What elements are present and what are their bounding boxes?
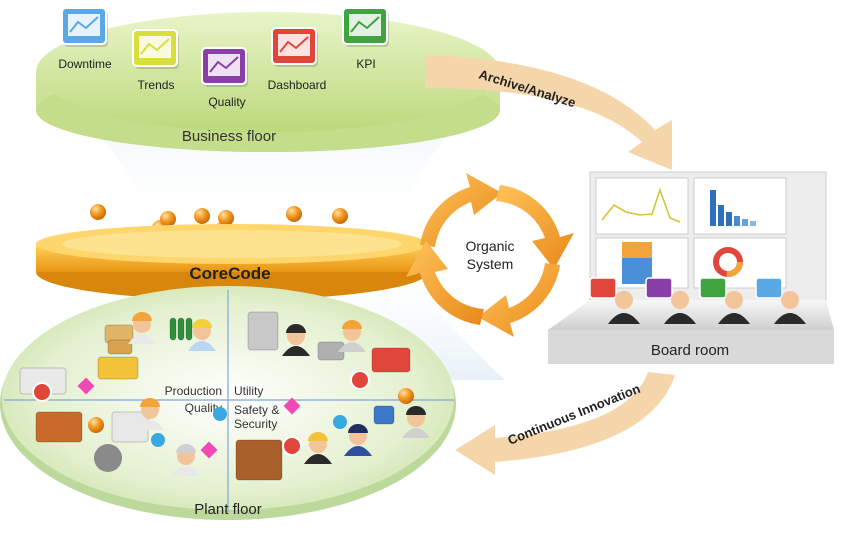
plant-illustrations — [19, 311, 430, 481]
stop-sign-icon — [32, 382, 52, 402]
board-room-label: Board room — [651, 342, 729, 359]
status-marker-icon — [333, 415, 347, 429]
quality-chart-icon — [201, 47, 248, 87]
app-label: Downtime — [58, 57, 112, 71]
zone-utility-label: Utility — [234, 384, 263, 398]
data-particle — [218, 210, 234, 226]
data-particle — [160, 211, 176, 227]
data-particle — [194, 208, 210, 224]
laptop-icon — [755, 277, 783, 299]
trends-chart-icon — [132, 29, 179, 69]
worker-figure — [338, 320, 366, 352]
cycle-arrow-bottom-right — [478, 263, 560, 337]
truck — [97, 356, 139, 380]
laptop-icon — [699, 277, 727, 299]
worker-figure — [344, 424, 372, 456]
camera-device — [373, 405, 395, 425]
worker-figure — [136, 398, 164, 430]
cycle-arrow-top-right — [496, 185, 574, 269]
board-screen-1 — [595, 177, 689, 235]
data-particle — [88, 417, 104, 433]
zone-safety-label-line2: Security — [234, 417, 277, 431]
cargo-box — [107, 339, 133, 355]
cycle-arrow-top-left — [420, 173, 502, 247]
app-dashboard[interactable]: Dashboard — [268, 27, 327, 92]
board-room: Board room — [548, 171, 834, 364]
app-label: Dashboard — [268, 78, 327, 92]
continuous-innovation-flow: Continuous Innovation — [455, 372, 675, 475]
laptop-icon — [589, 277, 617, 299]
app-quality[interactable]: Quality — [201, 47, 248, 109]
data-particle — [398, 388, 414, 404]
utility-machine — [247, 311, 279, 351]
pump-tank — [371, 347, 411, 373]
safety-cabinet — [235, 439, 283, 481]
worker-figure — [188, 319, 216, 351]
board-member — [755, 277, 806, 324]
laptop-icon — [645, 277, 673, 299]
plant-floor: Plant floor Production Quality Utility S… — [0, 286, 456, 520]
status-marker-icon — [213, 407, 227, 421]
worker-figure — [304, 432, 332, 464]
no-entry-icon — [282, 436, 302, 456]
board-member — [589, 277, 640, 324]
worker-figure — [282, 324, 310, 356]
status-marker-icon — [151, 433, 165, 447]
worker-figure — [402, 406, 430, 438]
board-member — [645, 277, 696, 324]
cycle-arrow-bottom-left — [406, 241, 484, 325]
line-chart-icon — [61, 7, 108, 47]
app-label: Trends — [138, 78, 175, 92]
board-member — [699, 277, 750, 324]
bottle — [185, 317, 193, 341]
app-label: KPI — [356, 57, 375, 71]
stop-sign-icon — [350, 370, 370, 390]
speaker-icon — [94, 444, 122, 472]
board-room-people — [589, 277, 806, 324]
app-label: Quality — [208, 95, 245, 109]
board-screen-2 — [693, 177, 787, 235]
cycle-label-line2: System — [467, 256, 514, 272]
business-floor-label: Business floor — [182, 128, 276, 145]
bottle — [169, 317, 177, 341]
organic-system-cycle: Organic System — [406, 173, 574, 337]
alert-marker-icon — [77, 377, 95, 395]
bottle — [177, 317, 185, 341]
plant-floor-label: Plant floor — [194, 501, 262, 518]
zone-safety-label-line1: Safety & — [234, 403, 279, 417]
corecode-label: CoreCode — [189, 264, 270, 283]
kpi-icon — [342, 7, 389, 47]
worker-figure — [172, 444, 200, 476]
cycle-label-line1: Organic — [465, 238, 514, 254]
alert-marker-icon — [283, 397, 301, 415]
worker-figure — [128, 312, 156, 344]
zone-quality-label: Quality — [185, 401, 222, 415]
factory-building — [35, 411, 83, 443]
app-downtime[interactable]: Downtime — [58, 7, 112, 71]
data-particle — [332, 208, 348, 224]
dashboard-icon — [271, 27, 318, 67]
zone-production-label: Production — [165, 384, 222, 398]
app-trends[interactable]: Trends — [132, 29, 179, 92]
corecode-disk: CoreCode — [36, 224, 428, 300]
alert-marker-icon — [200, 441, 218, 459]
data-particle — [286, 206, 302, 222]
app-kpi[interactable]: KPI — [342, 7, 389, 71]
data-particle — [90, 204, 106, 220]
